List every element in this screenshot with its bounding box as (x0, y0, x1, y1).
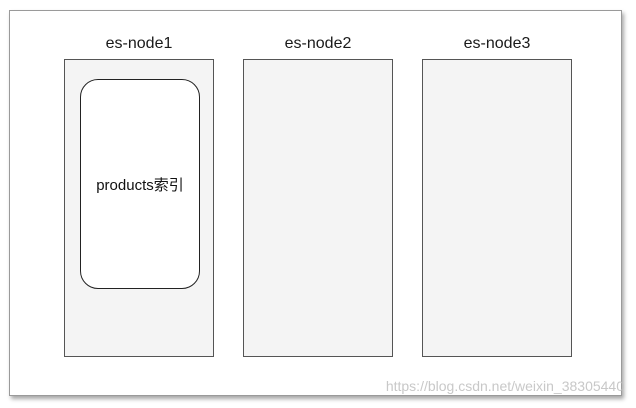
watermark: https://blog.csdn.net/weixin_38305440 (385, 378, 624, 394)
node-box-es-node3 (422, 59, 572, 357)
node-label-es-node1: es-node1 (105, 35, 173, 52)
node-label-es-node2: es-node2 (284, 35, 352, 52)
node-label-es-node3: es-node3 (463, 35, 531, 52)
products-index-label: products索引 (96, 176, 184, 194)
node-box-es-node2 (243, 59, 393, 357)
products-index-box: products索引 (80, 79, 200, 289)
